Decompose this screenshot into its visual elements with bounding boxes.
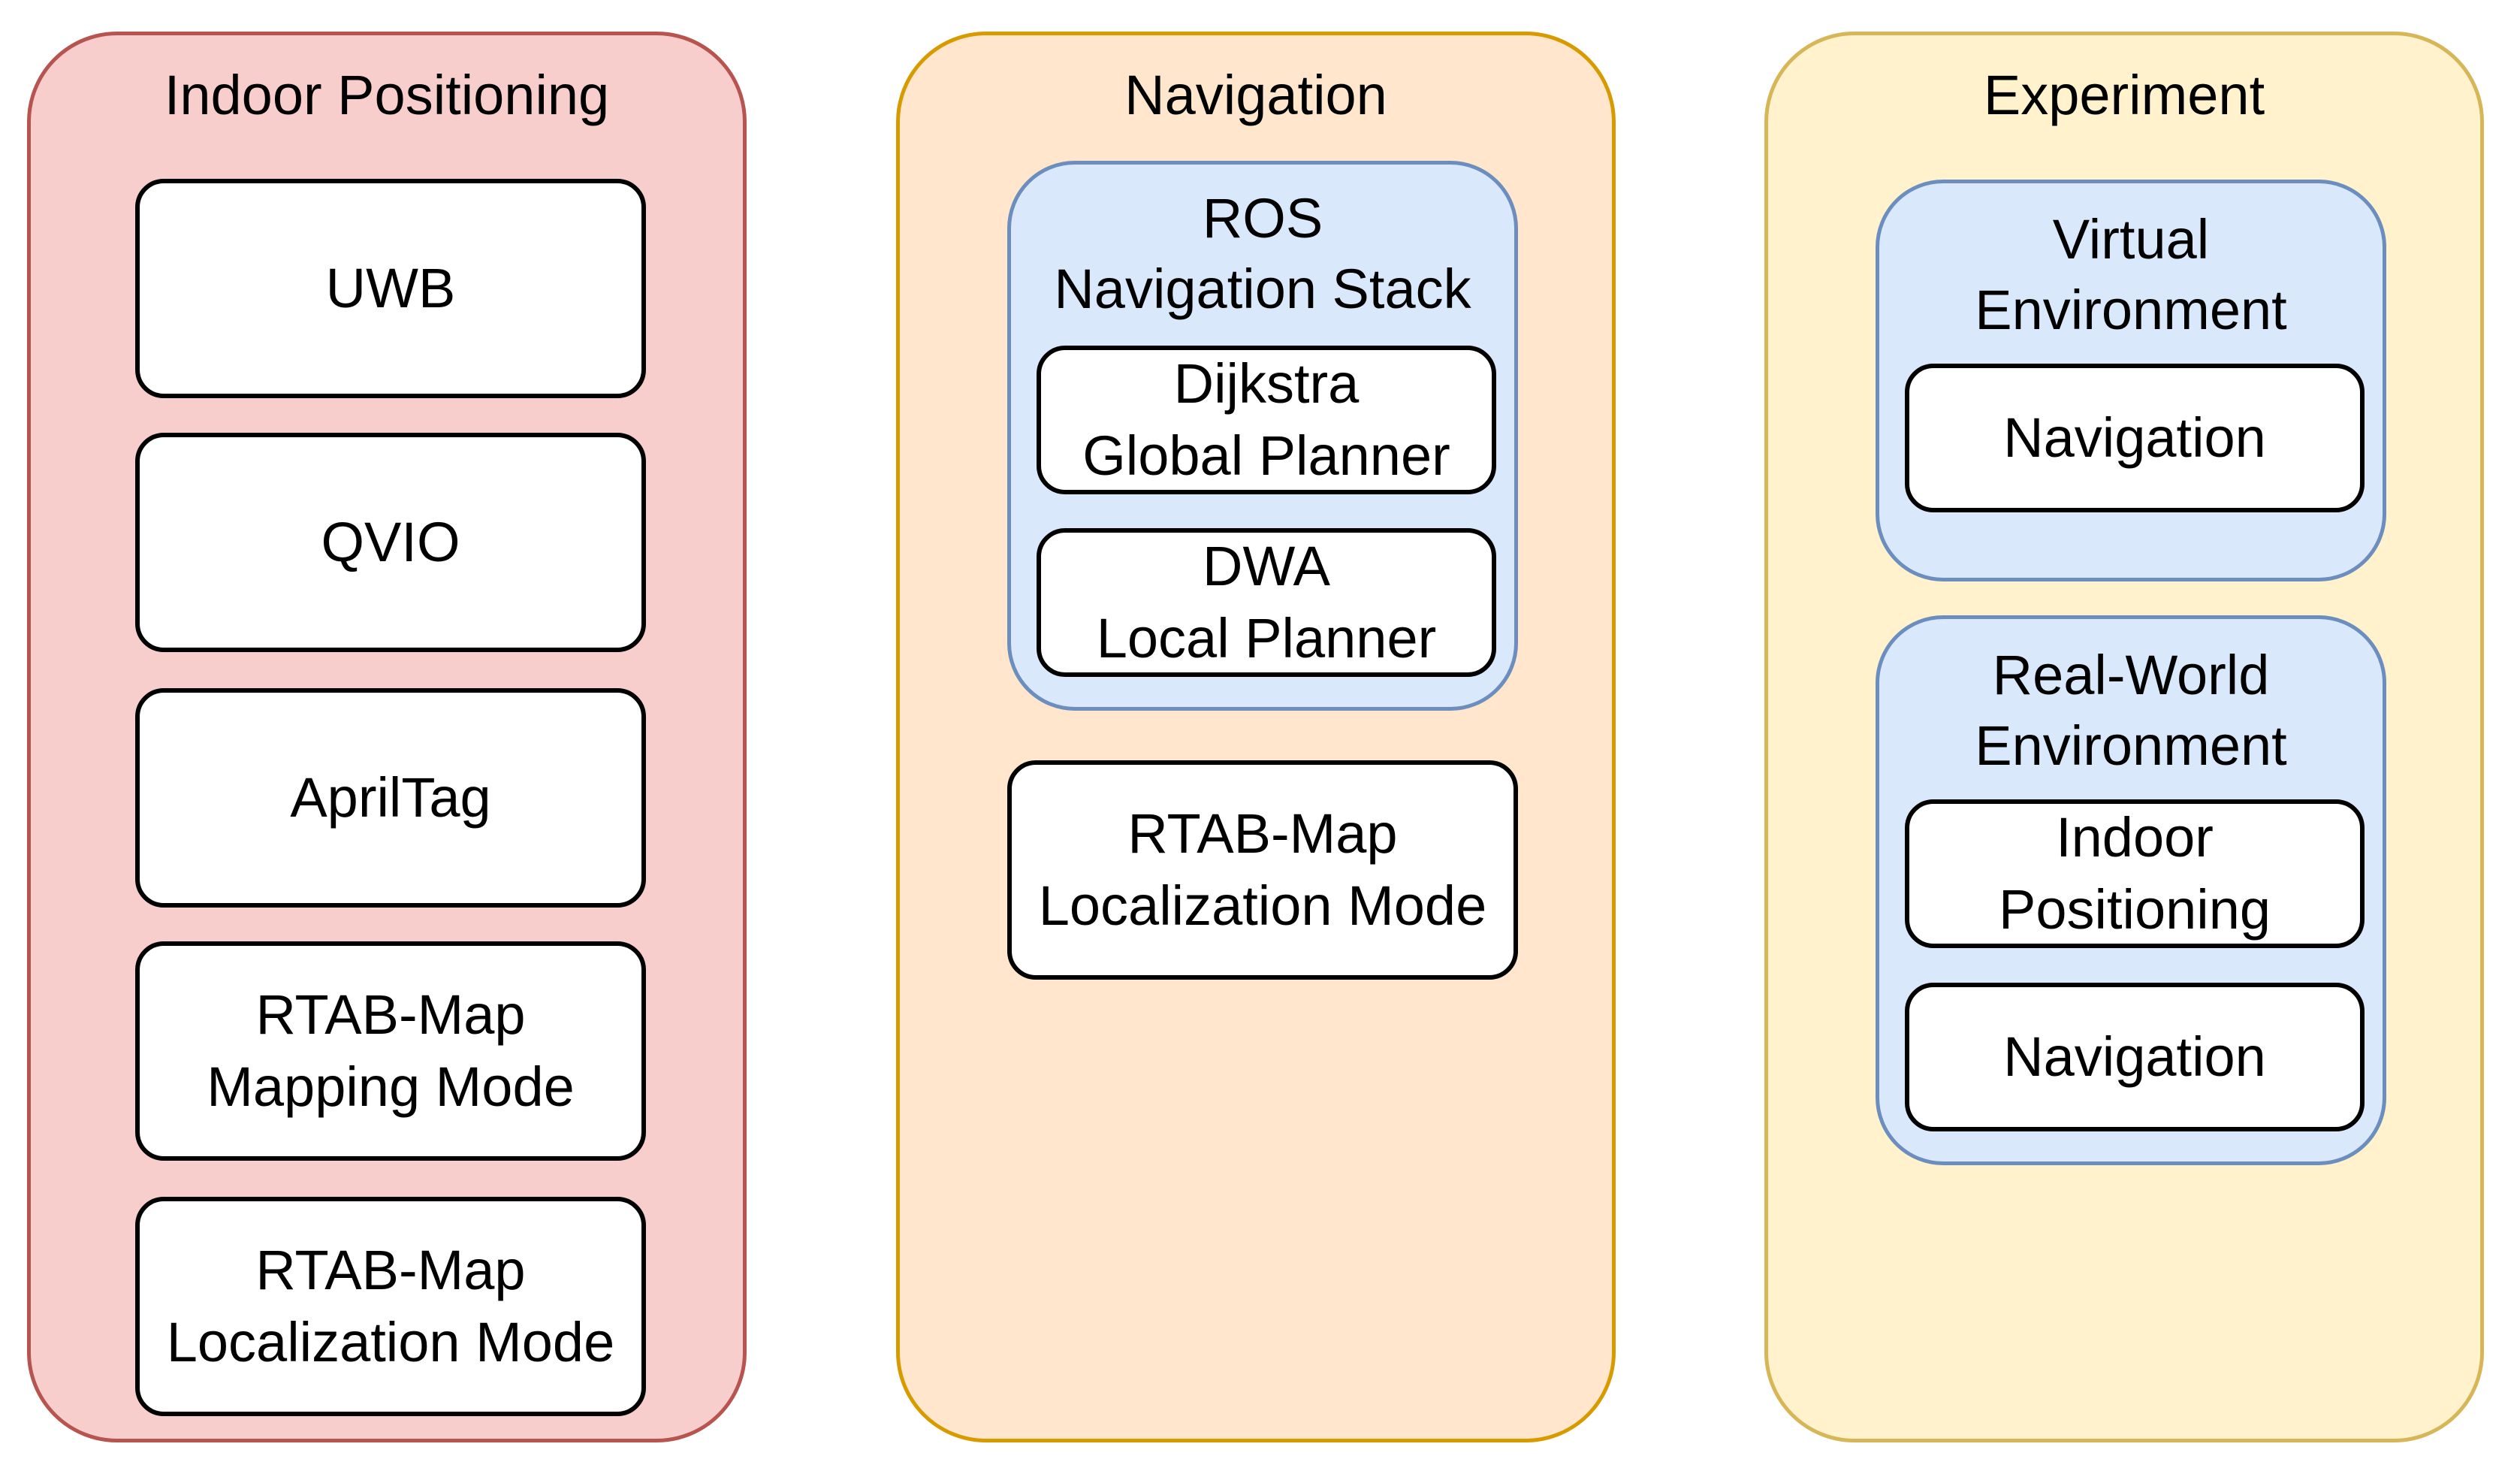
real-world-navigation-box: Navigation <box>1905 983 2365 1131</box>
dwa-local-planner-box: DWA Local Planner <box>1037 528 1496 677</box>
qvio-box: QVIO <box>135 433 646 652</box>
rtab-map-mapping-mode-box: RTAB-Map Mapping Mode <box>135 941 646 1161</box>
real-world-indoor-positioning-box: Indoor Positioning <box>1905 799 2365 948</box>
rtab-map-localization-mode-box: RTAB-Map Localization Mode <box>135 1197 646 1416</box>
rtab-map-localization-mode-box: RTAB-Map Localization Mode <box>1007 760 1518 980</box>
dijkstra-global-planner-box: Dijkstra Global Planner <box>1037 346 1496 494</box>
uwb-box: UWB <box>135 179 646 398</box>
real-world-environment-group: Real-World Environment Indoor Positionin… <box>1876 615 2386 1165</box>
indoor-positioning-column: Indoor Positioning UWB QVIO AprilTag RTA… <box>27 32 747 1442</box>
experiment-column: Experiment Virtual Environment Navigatio… <box>1764 32 2484 1442</box>
ros-navigation-stack-title: ROS Navigation Stack <box>1054 187 1471 320</box>
navigation-column: Navigation ROS Navigation Stack Dijkstra… <box>896 32 1616 1442</box>
ros-navigation-stack-group: ROS Navigation Stack Dijkstra Global Pla… <box>1007 161 1518 711</box>
experiment-title: Experiment <box>1983 64 2265 126</box>
navigation-title: Navigation <box>1124 64 1387 126</box>
virtual-environment-title: Virtual Environment <box>1975 208 2287 341</box>
real-world-environment-title: Real-World Environment <box>1975 644 2287 777</box>
virtual-environment-group: Virtual Environment Navigation <box>1876 180 2386 581</box>
indoor-positioning-title: Indoor Positioning <box>164 64 610 126</box>
apriltag-box: AprilTag <box>135 688 646 908</box>
virtual-navigation-box: Navigation <box>1905 364 2365 512</box>
